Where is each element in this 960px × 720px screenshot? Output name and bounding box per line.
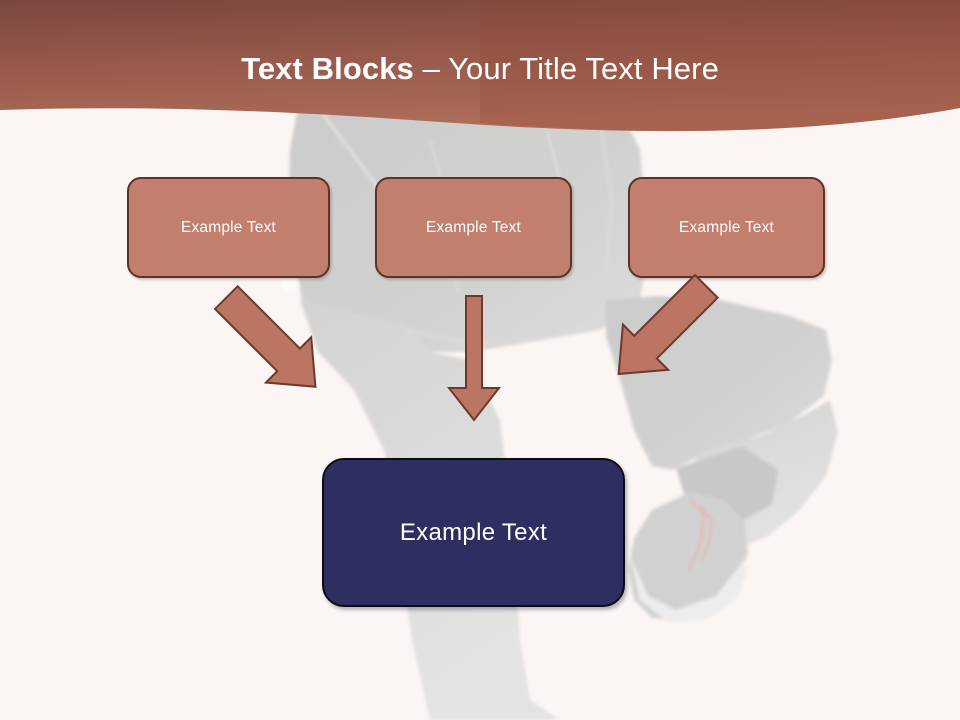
text-block-1-label: Example Text xyxy=(180,218,277,236)
page-title: Text Blocks – Your Title Text Here xyxy=(0,50,960,88)
header-banner-shape xyxy=(0,0,960,132)
result-text-block[interactable]: Example Text xyxy=(322,458,625,607)
text-block-2[interactable]: Example Text xyxy=(375,177,572,278)
header-banner: Text Blocks – Your Title Text Here xyxy=(0,0,960,150)
arrow-right-diagonal-group xyxy=(617,273,720,376)
result-text-block-label: Example Text xyxy=(399,518,548,546)
page-title-rest: – Your Title Text Here xyxy=(413,51,719,86)
text-block-3[interactable]: Example Text xyxy=(628,177,825,278)
text-block-1[interactable]: Example Text xyxy=(127,177,330,278)
page-title-bold: Text Blocks xyxy=(241,51,414,86)
arrow-center-straight xyxy=(446,295,502,422)
arrow-left-diagonal-group xyxy=(213,284,317,388)
text-block-2-label: Example Text xyxy=(425,218,522,236)
arrow-left-diagonal xyxy=(213,284,317,388)
text-block-3-label: Example Text xyxy=(678,218,775,236)
arrow-right-diagonal xyxy=(617,273,720,376)
